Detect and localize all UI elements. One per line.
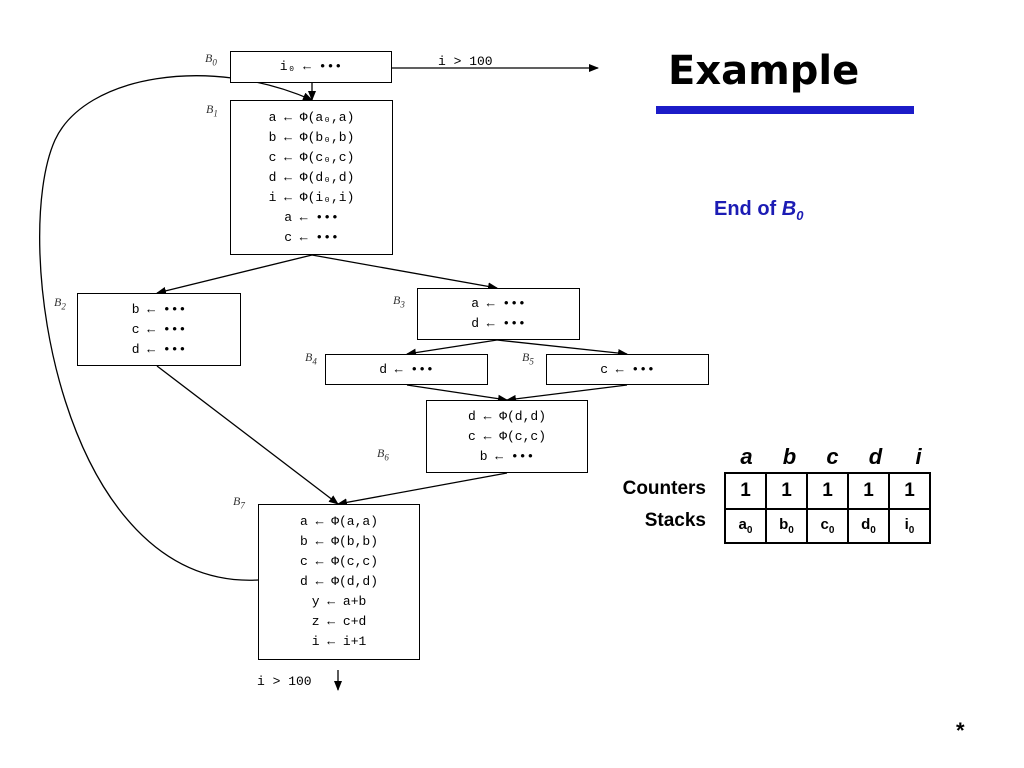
block-b6-line: b ← •••	[479, 448, 535, 464]
block-b1-line: b ← Φ(b₀,b)	[268, 129, 355, 145]
block-b2-line: d ← •••	[131, 341, 187, 357]
block-b1-line: c ← Φ(c₀,c)	[268, 149, 355, 165]
edge-b2-b7	[156, 365, 339, 505]
b0-exit-condition: i > 100	[438, 54, 493, 69]
block-b2-line: b ← •••	[131, 301, 187, 317]
stack-cell: a0	[724, 508, 767, 544]
block-b7-line: a ← Φ(a,a)	[299, 514, 378, 529]
var-header: d	[868, 444, 883, 469]
block-b0: i₀ ← •••	[230, 51, 392, 83]
block-b6-line: d ← Φ(d,d)	[467, 408, 546, 424]
block-b7-line: y ← a+b	[311, 594, 367, 609]
block-b0-line: i₀ ← •••	[279, 59, 343, 74]
slide-subtitle: End of B0	[714, 198, 804, 223]
block-label-b3: B3	[393, 293, 405, 310]
counters-stacks-table: 1 1 1 1 1 a0 b0 c0 d0 i0	[724, 472, 931, 544]
edge-b5-b6	[506, 384, 628, 403]
block-b1-line: d ← Φ(d₀,d)	[268, 169, 355, 185]
block-b3-line: a ← •••	[471, 296, 526, 311]
block-b1: a ← Φ(a₀,a) b ← Φ(b₀,b) c ← Φ(c₀,c) d ← …	[230, 100, 393, 255]
block-b7-line: c ← Φ(c,c)	[299, 554, 378, 569]
var-header: a	[740, 444, 753, 469]
block-b1-line: c ← •••	[284, 229, 339, 245]
title-underline-bar	[656, 106, 914, 114]
block-b1-line: i ← Φ(i₀,i)	[268, 189, 355, 205]
var-header: i	[915, 444, 922, 469]
edge-b3-b5	[496, 339, 628, 358]
variable-headers: a b c d i	[725, 444, 940, 470]
block-b5: c ← •••	[546, 354, 709, 385]
block-label-b0: B0	[205, 51, 217, 68]
block-b3-line: d ← •••	[471, 316, 526, 331]
block-b3: a ← ••• d ← •••	[417, 288, 580, 340]
block-label-b1: B1	[206, 102, 218, 119]
block-b7: a ← Φ(a,a) b ← Φ(b,b) c ← Φ(c,c) d ← Φ(d…	[258, 504, 420, 660]
edge-b6-b7	[337, 472, 508, 507]
block-b7-line: z ← c+d	[311, 614, 367, 629]
block-b2-line: c ← •••	[131, 321, 187, 337]
slide-title: Example	[668, 48, 860, 94]
block-label-b2: B2	[54, 295, 66, 312]
counter-cell: 1	[847, 472, 890, 510]
block-label-b7: B7	[233, 494, 245, 511]
edge-b3-b4	[406, 339, 498, 357]
edge-b4-b6	[406, 384, 508, 403]
block-b4-line: d ← •••	[379, 361, 434, 377]
stacks-row: a0 b0 c0 d0 i0	[724, 508, 931, 544]
block-b2: b ← ••• c ← ••• d ← •••	[77, 293, 241, 366]
counter-cell: 1	[765, 472, 808, 510]
stack-cell: c0	[806, 508, 849, 544]
block-label-b4: B4	[305, 350, 317, 367]
edge-b1-b3	[311, 254, 498, 291]
var-header: c	[826, 444, 839, 469]
edge-b1-b2	[156, 254, 313, 295]
counters-label: Counters	[622, 478, 706, 499]
counter-cell: 1	[724, 472, 767, 510]
stack-cell: b0	[765, 508, 808, 544]
block-b7-line: d ← Φ(d,d)	[299, 574, 378, 589]
block-b5-line: c ← •••	[600, 361, 655, 377]
block-b7-line: b ← Φ(b,b)	[299, 534, 378, 549]
counter-cell: 1	[806, 472, 849, 510]
block-b6-line: c ← Φ(c,c)	[467, 428, 546, 444]
footer-mark: *	[956, 718, 965, 743]
stack-cell: d0	[847, 508, 890, 544]
b7-exit-condition: i > 100	[257, 674, 312, 689]
var-header: b	[782, 444, 797, 469]
block-label-b5: B5	[522, 350, 534, 367]
block-b6: d ← Φ(d,d) c ← Φ(c,c) b ← •••	[426, 400, 588, 473]
block-b1-line: a ← Φ(a₀,a)	[268, 109, 355, 125]
stacks-label: Stacks	[644, 510, 706, 531]
edge-b7-b1-backedge	[39, 75, 313, 581]
counter-cell: 1	[888, 472, 931, 510]
block-b1-line: a ← •••	[284, 209, 339, 225]
block-b7-line: i ← i+1	[311, 634, 367, 649]
block-label-b6: B6	[377, 446, 389, 463]
block-b4: d ← •••	[325, 354, 488, 385]
stack-cell: i0	[888, 508, 931, 544]
counters-row: 1 1 1 1 1	[724, 472, 931, 510]
